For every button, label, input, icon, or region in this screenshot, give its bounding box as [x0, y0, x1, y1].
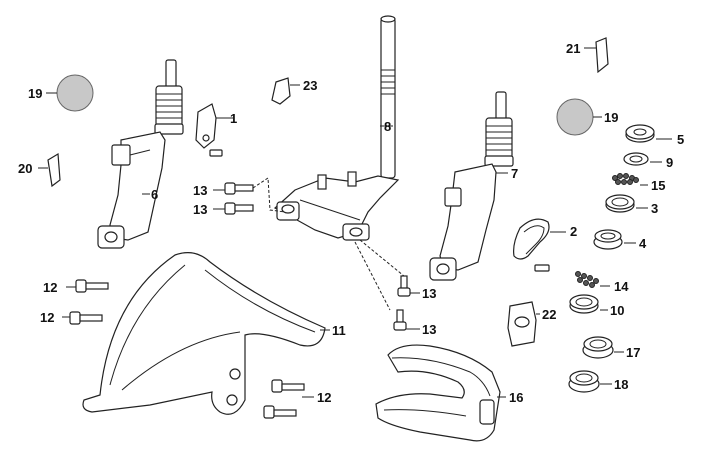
callout-13-lower-a: 13 [422, 286, 436, 301]
bearing-cone-lower [582, 336, 624, 359]
callout-13-upper-a: 13 [193, 183, 207, 198]
callout-18: 18 [614, 377, 628, 392]
bearing-cone [593, 229, 636, 250]
callout-7: 7 [511, 166, 518, 181]
callout-11: 11 [332, 323, 346, 338]
callout-9: 9 [666, 155, 673, 170]
front-fender [82, 252, 330, 415]
washer [623, 152, 662, 166]
callout-6: 6 [151, 187, 158, 202]
callout-17: 17 [626, 345, 640, 360]
reflector-round-left [46, 74, 94, 112]
front-fork-right [429, 91, 514, 281]
callout-12-upper: 12 [43, 280, 57, 295]
bolt-12c [263, 379, 314, 419]
bolt-12a [66, 279, 109, 293]
clip [271, 77, 300, 105]
callout-12-lower: 12 [317, 390, 331, 405]
bolt-13-pair [213, 177, 286, 215]
callout-22: 22 [542, 307, 556, 322]
clamp [507, 301, 540, 347]
callout-5: 5 [677, 132, 684, 147]
reflector-side-right [584, 37, 609, 74]
callout-16: 16 [509, 390, 523, 405]
steering-stem [273, 15, 400, 241]
callout-4: 4 [639, 236, 647, 251]
bolt-12b [62, 311, 103, 325]
callout-8: 8 [384, 119, 391, 134]
bearing-race [605, 194, 648, 213]
callout-13-upper-b: 13 [193, 202, 207, 217]
reflector-side-left [38, 152, 61, 188]
bolt-13-lower [354, 239, 420, 331]
front-fork-left [97, 59, 184, 249]
callout-20: 20 [18, 161, 32, 176]
callout-1: 1 [230, 111, 237, 126]
steering-nut [625, 124, 672, 143]
reflector-round-right [556, 98, 602, 136]
callout-10: 10 [610, 303, 624, 318]
steel-balls-upper [612, 173, 648, 186]
callout-23: 23 [303, 78, 317, 93]
dust-seal [568, 370, 612, 393]
fork-cover [375, 344, 506, 442]
callout-13-lower-b: 13 [422, 322, 436, 337]
callout-19-left: 19 [28, 86, 42, 101]
steel-balls-lower [575, 271, 610, 288]
callout-19-right: 19 [604, 110, 618, 125]
callout-2: 2 [570, 224, 577, 239]
callout-3: 3 [651, 201, 658, 216]
fork-bracket-left [195, 103, 233, 157]
brake-hose-bracket [513, 218, 566, 272]
callout-14: 14 [614, 279, 629, 294]
callout-12-middle: 12 [40, 310, 54, 325]
bearing-race-lower [569, 294, 608, 314]
callout-15: 15 [651, 178, 665, 193]
callout-21: 21 [566, 41, 580, 56]
